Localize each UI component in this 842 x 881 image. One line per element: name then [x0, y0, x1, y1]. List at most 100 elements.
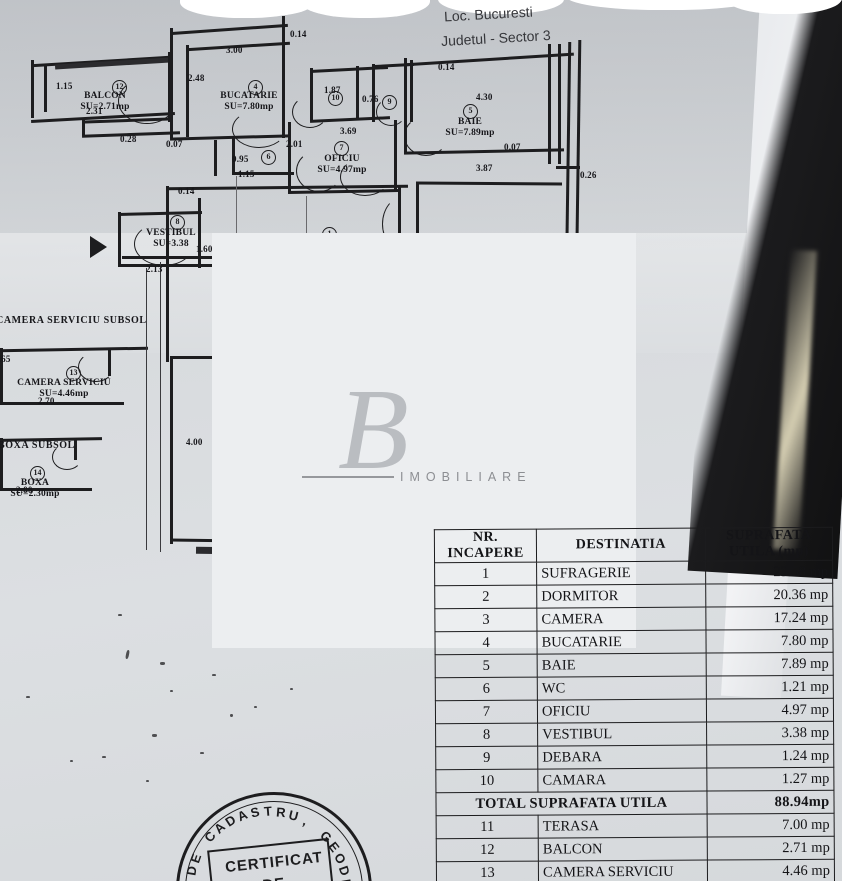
dimension-1-87: 1.87	[324, 85, 341, 95]
dimension-0-07-b: 0.07	[504, 142, 521, 152]
wall	[118, 212, 121, 266]
wall	[232, 172, 294, 175]
cell-nr: 9	[435, 746, 538, 770]
wall	[356, 66, 359, 120]
room-marker-14: 14	[30, 466, 45, 481]
cell-nr: 1	[434, 562, 537, 586]
dimension-1-65: 1.65	[0, 354, 11, 364]
dimension-3-87: 3.87	[476, 163, 493, 173]
cell-nr: 4	[434, 631, 538, 655]
glare-blob-4	[438, 0, 564, 14]
room-label-bucatarie: BUCATARIE SU=7.80mp	[220, 91, 278, 112]
room-marker-7: 7	[334, 141, 349, 156]
paper-speck	[290, 688, 293, 690]
paper-speck	[102, 756, 106, 758]
room-label-vestibul: VESTIBUL SU=3.38	[146, 228, 196, 249]
door-swing	[52, 444, 82, 470]
cell-destinatia: BAIE	[537, 653, 706, 678]
door-swing	[340, 158, 390, 196]
cell-nr: 10	[435, 769, 539, 793]
glare-blob-6	[726, 0, 842, 14]
wall	[170, 28, 173, 138]
door-swing	[232, 110, 286, 148]
cell-destinatia: BUCATARIE	[537, 630, 706, 655]
cell-total-label: TOTAL SUPRAFATA UTILA	[435, 791, 707, 816]
room-label-camera-serviciu: CAMERA SERVICIU SU=4.46mp	[17, 378, 111, 399]
room-marker-9: 9	[382, 95, 397, 110]
wall	[44, 66, 47, 112]
cell-nr: 13	[436, 861, 539, 881]
wall	[556, 166, 580, 169]
paper-speck	[212, 674, 216, 676]
paper-speck	[118, 614, 122, 616]
dimension-1-15: 1.15	[56, 81, 73, 91]
paper-speck	[146, 780, 149, 782]
room-marker-10: 10	[328, 91, 343, 106]
cell-destinatia: BALCON	[538, 837, 708, 862]
cell-suprafata: 7.00 mp	[706, 813, 835, 838]
wall	[416, 182, 419, 254]
dimension-0-14-a: 0.14	[290, 29, 307, 39]
cell-suprafata: 23.58 mp	[705, 560, 833, 585]
dimension-3-00: 3.00	[226, 45, 243, 55]
glare-blob-5	[566, 0, 766, 10]
paper-speck	[200, 752, 204, 754]
dimension-1-15-b: 1.15	[238, 169, 255, 179]
dimension-1-60: 1.60	[196, 244, 213, 254]
dimension-2-01: 2.01	[286, 139, 303, 149]
dimension-line	[160, 262, 162, 552]
dimension-2-13: 2.13	[146, 264, 163, 274]
cell-nr: 12	[436, 838, 539, 862]
white-redaction-overlay	[212, 233, 636, 648]
wall	[82, 119, 85, 135]
cell-destinatia: CAMARA	[537, 768, 707, 793]
room-label-boxa: BOXA SU=2.30mp	[10, 478, 60, 499]
cell-destinatia: OFICIU	[537, 699, 707, 724]
cell-destinatia: SUFRAGERIE	[536, 561, 706, 586]
wall	[0, 348, 3, 404]
cell-nr: 11	[436, 815, 539, 839]
wall	[372, 64, 375, 122]
room-marker-12: 12	[112, 80, 127, 95]
wall	[31, 60, 34, 118]
cell-destinatia: VESTIBUL	[537, 722, 707, 747]
room-marker-4: 4	[248, 80, 263, 95]
dimension-0-07-a: 0.07	[166, 139, 183, 149]
dimension-3-69: 3.69	[340, 126, 357, 136]
room-schedule-table: NR. INCAPERE DESTINATIA SUPRAFATA UTILA …	[434, 527, 835, 881]
dimension-line	[146, 268, 148, 550]
entrance-arrow-icon	[90, 236, 107, 258]
paper-speck	[70, 760, 73, 762]
room-marker-6: 6	[261, 150, 276, 165]
cell-suprafata: 17.24 mp	[705, 606, 833, 631]
glare-blob-3	[300, 0, 430, 18]
cell-destinatia: WC	[537, 676, 707, 701]
dimension-line	[236, 176, 238, 262]
paper-speck	[160, 662, 165, 665]
door-swing	[296, 150, 342, 192]
cell-destinatia: DORMITOR	[536, 584, 706, 609]
cell-suprafata: 20.36 mp	[705, 583, 833, 608]
door-swing	[118, 78, 176, 124]
door-swing	[404, 116, 448, 156]
dimension-0-14-b: 0.14	[438, 62, 455, 72]
cell-suprafata: 3.38 mp	[706, 721, 834, 746]
dimension-0-28: 0.28	[120, 134, 137, 144]
room-label-oficiu: OFICIU SU=4.97mp	[317, 154, 367, 175]
wall	[310, 68, 313, 120]
cell-suprafata: 1.21 mp	[705, 675, 834, 700]
cell-suprafata: 2.71 mp	[706, 836, 835, 861]
room-label-balcon: BALCON SU=2.71mp	[80, 91, 130, 112]
column-header-destinatia: DESTINATIA	[536, 528, 706, 563]
section-label-boxa-subsol: BOXA SUBSOL	[0, 440, 75, 451]
